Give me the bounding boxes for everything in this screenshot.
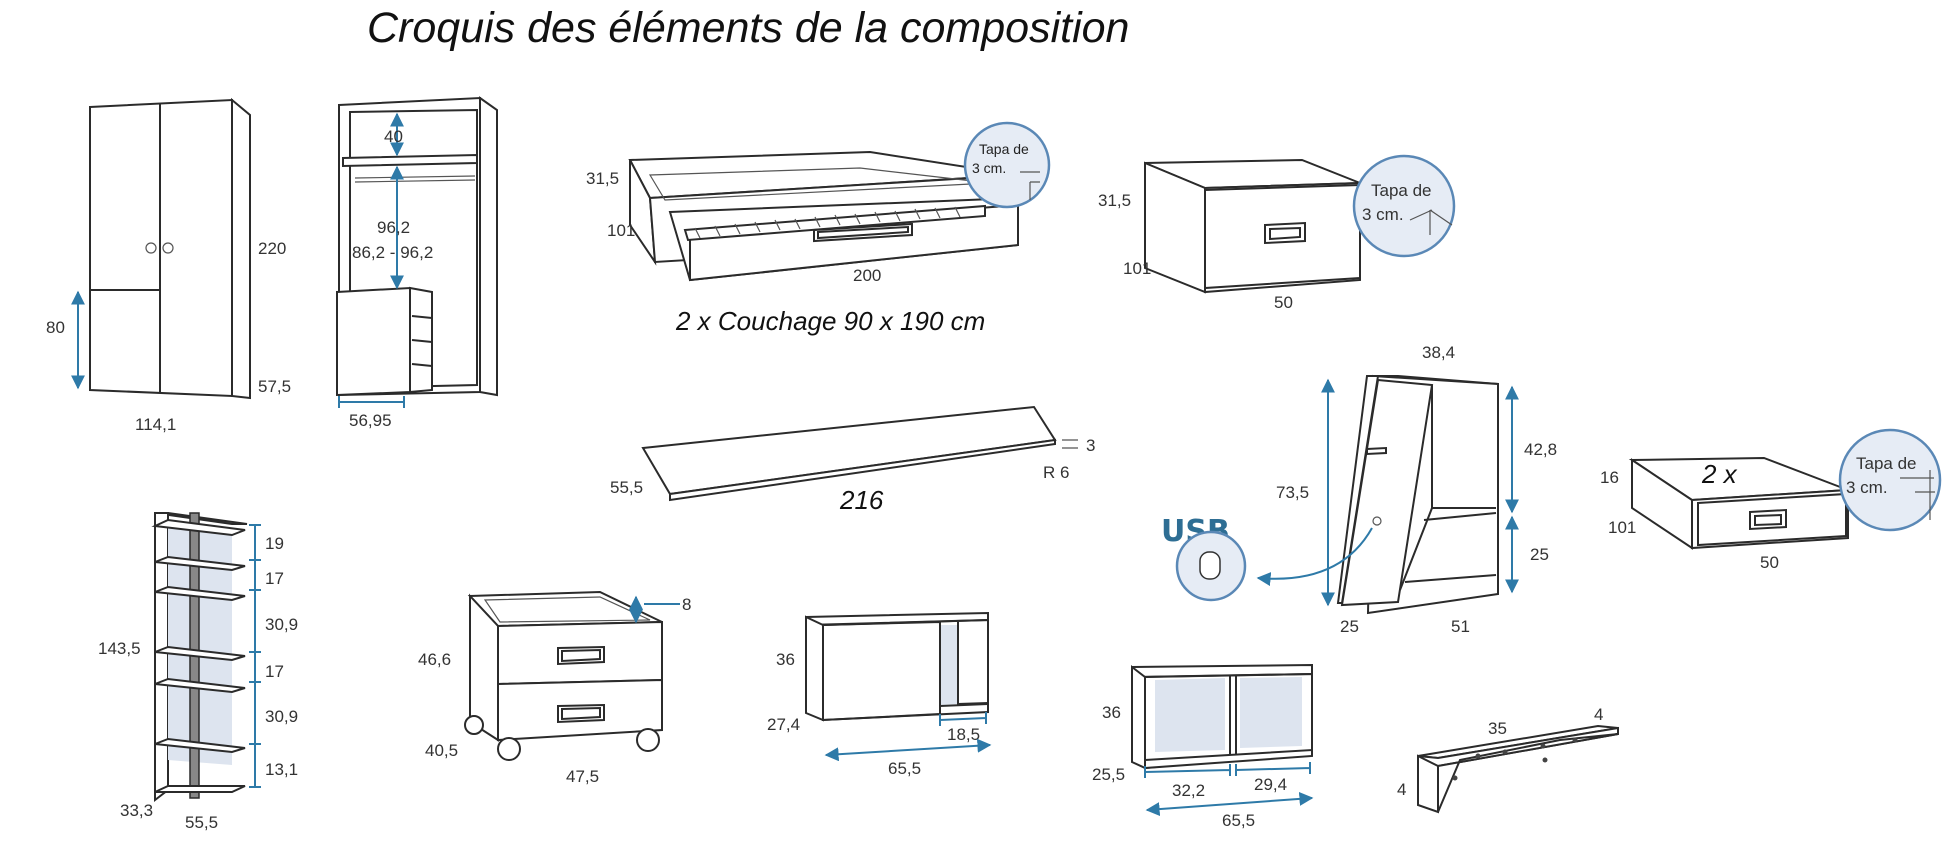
shelf-gap-label: 17 xyxy=(265,662,284,681)
underbed-depth-label: 101 xyxy=(1608,518,1636,537)
desk-depth-label: 55,5 xyxy=(610,478,643,497)
wall-shelf-length-label: 35 xyxy=(1488,719,1507,738)
wall-shelf-height-label: 4 xyxy=(1594,705,1603,724)
underbed-width-label: 50 xyxy=(1760,553,1779,572)
shelf-gap-label: 17 xyxy=(265,569,284,588)
lid-note-line1: Tapa de xyxy=(1371,181,1432,200)
wardrobe-range-label: 86,2 - 96,2 xyxy=(352,243,433,262)
mobile-cabinet: 8 46,6 40,5 47,5 xyxy=(418,590,691,786)
desk-length-label: 216 xyxy=(839,485,884,515)
lid-note-line1: Tapa de xyxy=(979,141,1029,157)
cube-right-label: 29,4 xyxy=(1254,775,1287,794)
shelf-gap-label: 13,1 xyxy=(265,760,298,779)
sliding-width-label: 65,5 xyxy=(888,759,921,778)
underbed-height-label: 16 xyxy=(1600,468,1619,487)
bed-length-label: 200 xyxy=(853,266,881,285)
door-knob-icon xyxy=(145,242,157,254)
caster-wheel-icon xyxy=(464,715,484,735)
bedside-depth-top-label: 38,4 xyxy=(1422,343,1455,362)
lid-note-line2: 3 cm. xyxy=(1362,205,1404,224)
wardrobe-closed: 80 220 57,5 114,1 xyxy=(46,97,291,434)
bedside-height-label: 73,5 xyxy=(1276,483,1309,502)
underbed-drawer: 2 x 16 101 50 Tapa de 3 cm. xyxy=(1600,428,1942,572)
sliding-opening-label: 18,5 xyxy=(947,725,980,744)
lid-detail-circle xyxy=(963,121,1051,209)
shelf-depth-label: 33,3 xyxy=(120,801,153,820)
shelf-gap-label: 30,9 xyxy=(265,615,298,634)
page-title: Croquis des éléments de la composition xyxy=(367,4,1129,52)
usb-port-icon xyxy=(1372,516,1382,526)
cabinet-depth-label: 40,5 xyxy=(425,741,458,760)
shelf-width-label: 55,5 xyxy=(185,813,218,832)
shelf-column: 19 17 30,9 17 30,9 13,1 143,5 33,3 55,5 xyxy=(98,512,298,832)
lid-note-line2: 3 cm. xyxy=(972,160,1006,176)
shelf-gap-label: 30,9 xyxy=(265,707,298,726)
bed-height-label: 31,5 xyxy=(586,169,619,188)
bedside-lower-label: 25 xyxy=(1530,545,1549,564)
bed-caption: 2 x Couchage 90 x 190 cm xyxy=(675,306,985,336)
caster-wheel-icon xyxy=(497,737,521,761)
wardrobe-drawer-depth-label: 56,95 xyxy=(349,411,392,430)
wardrobe-width-label: 114,1 xyxy=(135,415,176,434)
open-cube: 36 25,5 32,2 29,4 65,5 xyxy=(1092,663,1314,830)
sliding-cabinet: 36 27,4 18,5 65,5 xyxy=(767,611,992,778)
wall-shelf-thickness-label: 4 xyxy=(1397,780,1406,799)
cube-width-label: 65,5 xyxy=(1222,811,1255,830)
drawer-unit-depth-label: 101 xyxy=(1123,259,1151,278)
sliding-height-label: 36 xyxy=(776,650,795,669)
caster-wheel-icon xyxy=(636,728,660,752)
shelf-gap-label: 19 xyxy=(265,534,284,553)
drawer-unit-height-label: 31,5 xyxy=(1098,191,1131,210)
bed-depth-label: 101 xyxy=(607,221,635,240)
door-knob-icon xyxy=(162,242,174,254)
desk-top: 55,5 216 3 R 6 xyxy=(610,405,1095,515)
bedside-depth-base-label: 25 xyxy=(1340,617,1359,636)
lid-note-line2: 3 cm. xyxy=(1846,478,1888,497)
lid-detail-circle xyxy=(1352,154,1456,258)
bedside-shelf: 38,4 73,5 42,8 25 25 51 xyxy=(1276,343,1557,636)
shelf-height-label: 143,5 xyxy=(98,639,141,658)
cabinet-height-label: 46,6 xyxy=(418,650,451,669)
wardrobe-open: 40 96,2 86,2 - 96,2 56,95 xyxy=(336,96,498,430)
shelf-boards xyxy=(151,518,246,793)
cabinet-width-label: 47,5 xyxy=(566,767,599,786)
cube-left-label: 32,2 xyxy=(1172,781,1205,800)
bedside-upper-label: 42,8 xyxy=(1524,440,1557,459)
usb-detail: USB xyxy=(1161,514,1373,602)
lid-note-line1: Tapa de xyxy=(1856,454,1917,473)
lid-detail-circle xyxy=(1838,428,1942,532)
underbed-multiplier-label: 2 x xyxy=(1701,459,1738,489)
drawer-unit-width-label: 50 xyxy=(1274,293,1293,312)
desk-thickness-label: 3 xyxy=(1086,436,1095,455)
usb-socket-icon xyxy=(1199,551,1221,580)
trundle-bed: 31,5 101 200 Tapa de 3 cm. 2 x Couchage … xyxy=(586,121,1051,336)
wardrobe-top-space-label: 40 xyxy=(384,127,403,146)
cabinet-top-label: 8 xyxy=(682,595,691,614)
drawer-unit: 31,5 101 50 Tapa de 3 cm. xyxy=(1098,154,1456,312)
wardrobe-depth-label: 57,5 xyxy=(258,377,291,396)
sliding-depth-label: 27,4 xyxy=(767,715,800,734)
cube-height-label: 36 xyxy=(1102,703,1121,722)
cube-depth-label: 25,5 xyxy=(1092,765,1125,784)
wall-shelf: 35 4 4 xyxy=(1397,705,1619,814)
wardrobe-mid-space-label: 96,2 xyxy=(377,218,410,237)
desk-radius-label: R 6 xyxy=(1043,463,1069,482)
wardrobe-height-label: 220 xyxy=(258,239,286,258)
wardrobe-door-height-label: 80 xyxy=(46,318,65,337)
bedside-width-label: 51 xyxy=(1451,617,1470,636)
